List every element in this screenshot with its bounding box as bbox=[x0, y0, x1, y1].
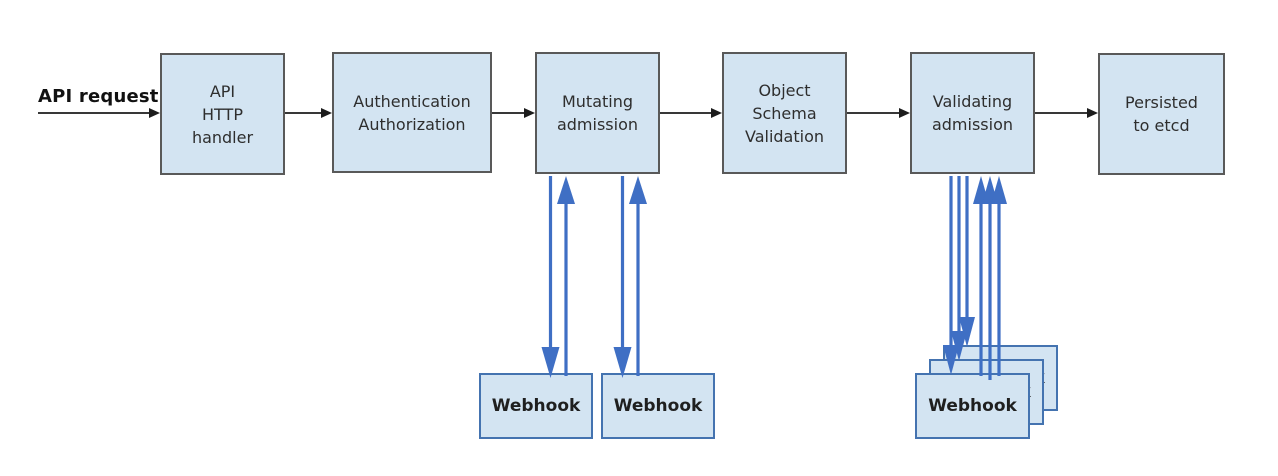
node-mutating-admission: Mutating admission bbox=[535, 52, 660, 174]
node-object-schema-validation: Object Schema Validation bbox=[722, 52, 847, 174]
webhook-box-validating-front: Webhook bbox=[915, 373, 1030, 439]
node-validating-admission: Validating admission bbox=[910, 52, 1035, 174]
webhook-box-mutating-1: Webhook bbox=[479, 373, 593, 439]
node-api-http-handler-label: API HTTP handler bbox=[191, 81, 254, 147]
node-authentication-authorization: Authentication Authorization bbox=[332, 52, 492, 173]
arrow-head bbox=[629, 176, 647, 204]
arrow-head bbox=[973, 176, 989, 204]
webhook-box-mutating-2: Webhook bbox=[601, 373, 715, 439]
arrow-head bbox=[982, 176, 998, 204]
mutating-webhook-1-response-arrow bbox=[557, 176, 575, 376]
validating-webhook-request-arrow-3 bbox=[959, 176, 975, 347]
arrow-head bbox=[899, 108, 910, 118]
api-request-label: API request bbox=[38, 86, 159, 107]
node-object-schema-validation-label: Object Schema Validation bbox=[744, 80, 824, 146]
mutating-webhook-2-response-arrow bbox=[629, 176, 647, 376]
arrow-head bbox=[1087, 108, 1098, 118]
flow-arrow-auth-to-mutating bbox=[492, 108, 535, 118]
flow-arrow-request-to-api-handler bbox=[38, 108, 160, 118]
arrow-head bbox=[149, 108, 160, 118]
arrow-head bbox=[524, 108, 535, 118]
arrow-head bbox=[557, 176, 575, 204]
arrow-head bbox=[321, 108, 332, 118]
webhook-box-validating-front-label: Webhook bbox=[928, 396, 1017, 416]
webhook-box-mutating-2-label: Webhook bbox=[613, 396, 703, 416]
node-persisted-to-etcd: Persisted to etcd bbox=[1098, 53, 1225, 175]
arrow-head bbox=[959, 317, 975, 347]
flow-arrow-api-handler-to-auth bbox=[285, 108, 332, 118]
flow-arrow-mutating-to-schema bbox=[660, 108, 722, 118]
mutating-webhook-2-request-arrow bbox=[613, 176, 632, 378]
node-persisted-to-etcd-label: Persisted to etcd bbox=[1125, 93, 1198, 135]
node-api-http-handler: API HTTP handler bbox=[160, 53, 285, 175]
flow-arrow-validating-to-etcd bbox=[1035, 108, 1098, 118]
node-authentication-authorization-label: Authentication Authorization bbox=[353, 91, 471, 134]
flow-arrow-schema-to-validating bbox=[847, 108, 910, 118]
validating-webhook-request-arrow-2 bbox=[951, 176, 967, 361]
mutating-webhook-1-request-arrow bbox=[541, 176, 560, 378]
arrow-head bbox=[991, 176, 1007, 204]
node-mutating-admission-label: Mutating admission bbox=[556, 92, 639, 134]
webhook-box-mutating-1-label: Webhook bbox=[491, 396, 581, 416]
node-validating-admission-label: Validating admission bbox=[931, 92, 1014, 134]
arrow-head bbox=[711, 108, 722, 118]
